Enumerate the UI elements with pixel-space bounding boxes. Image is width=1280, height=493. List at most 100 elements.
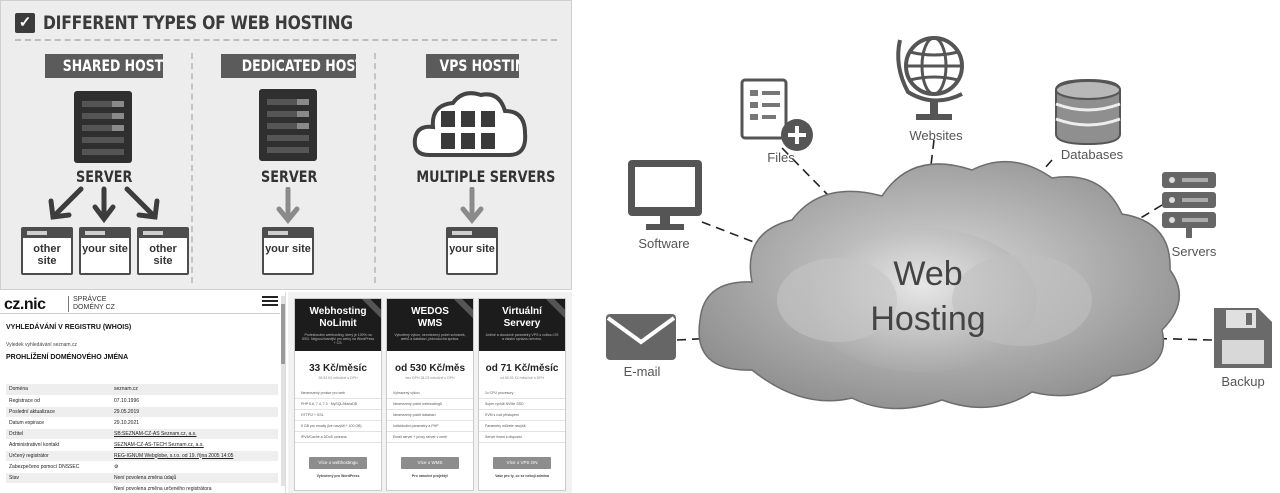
feature-item: Super rychlé NVMe SSD — [479, 399, 565, 410]
feature-item: 5 GB pro emaily (lze navýšit + 100 GB) — [295, 421, 381, 432]
card-price: od 530 Kč/měs — [394, 363, 466, 374]
feature-item: Individuální parametry a PHP — [387, 421, 473, 432]
infographic-title: DIFFERENT TYPES OF WEB HOSTING — [43, 12, 353, 34]
cloud-servers-icon — [412, 91, 528, 157]
table-row: Není povolena změna určeného registrátor… — [6, 483, 278, 493]
column-separator — [191, 53, 193, 283]
diagram-title-line-2: Hosting — [870, 300, 985, 338]
card-price-note: bez DPH 28.03 měsíčně s DPH — [405, 376, 455, 380]
whois-search-heading: VYHLEDÁVÁNÍ V REGISTRU (WHOIS) — [6, 324, 132, 331]
card-description: Profesionální webhosting, který je 100% … — [301, 333, 375, 345]
server-label: SERVER — [75, 167, 133, 186]
feature-item: Server ihned k dispozici — [479, 432, 565, 443]
card-price-note: 39.93 Kč měsíčně s DPH — [318, 376, 358, 380]
feature-item: Neomezený počet databází — [387, 410, 473, 421]
scrollbar-thumb — [281, 304, 285, 364]
more-vps-button[interactable]: Více o VPS ON — [493, 457, 551, 469]
servers-icon — [1162, 172, 1216, 238]
feature-item: KVM s root přístupem — [479, 410, 565, 421]
email-label: E-mail — [624, 364, 661, 379]
divider — [0, 313, 280, 314]
websites-label: Websites — [909, 128, 963, 143]
more-webhosting-button[interactable]: Více o webhostingu — [309, 457, 367, 469]
databases-label: Databases — [1061, 147, 1124, 162]
card-footnote: Vytvořený pro WordPress — [316, 474, 360, 478]
card-footnote: Pro náročné projekty! — [411, 474, 449, 478]
table-row: Zabezpečeno pomocí DNSSEC⚙ — [6, 461, 278, 473]
server-label: SERVER — [260, 167, 318, 186]
diagram-title-line-1: Web — [893, 255, 962, 293]
card-price: 33 Kč/měsíc — [309, 363, 367, 374]
server-tower-icon — [74, 91, 132, 163]
card-description: Vytvořený výkon, neomezený počet schráne… — [394, 333, 466, 341]
feature-item: IPV6/Cache a DDoS ochrana — [295, 432, 381, 443]
feature-item: PHP 5.6, 7.4, 7.3 · MySQL/MariaDB — [295, 399, 381, 410]
feature-item: Parametry můžete navýšit — [479, 421, 565, 432]
card-footnote: Vaše pro ty, co se nebojí admina — [495, 474, 549, 478]
floppy-disk-icon — [1214, 308, 1272, 368]
feature-item: Neomezený počet webhostingů — [387, 399, 473, 410]
cloud-shape — [698, 160, 1181, 410]
globe-icon — [896, 36, 964, 120]
feature-item: Email server + proxy server v ceně — [387, 432, 473, 443]
infographic-title-row: ✓ DIFFERENT TYPES OF WEB HOSTING — [15, 11, 421, 35]
site-card: your site — [262, 227, 314, 275]
column-separator — [374, 53, 376, 283]
site-card: other site — [137, 227, 189, 275]
card-price: od 71 Kč/měsíc — [485, 363, 559, 374]
email-icon — [606, 314, 676, 360]
domain-browse-heading: PROHLÍŽENÍ DOMÉNOVÉHO JMÉNA — [6, 354, 129, 361]
holder-link[interactable]: SB:SEZNAM-CZ-AS Seznam.cz, a.s. — [114, 430, 197, 437]
cznic-logo: cz.nic — [4, 296, 46, 313]
software-label: Software — [638, 236, 689, 251]
admin-contact-link[interactable]: SEZNAM-CZ-AS-TECH Seznam.cz, a.s. — [114, 441, 204, 448]
feature-item: HTTP/2 + SSL — [295, 410, 381, 421]
hosting-types-infographic: ✓ DIFFERENT TYPES OF WEB HOSTING SHARED … — [0, 0, 572, 290]
files-icon — [740, 78, 813, 151]
arrow-down-icons — [48, 186, 160, 224]
servers-label: Servers — [1172, 244, 1217, 259]
shared-hosting-heading: SHARED HOSTING — [45, 54, 163, 78]
server-tower-icon — [259, 89, 317, 161]
registrar-link[interactable]: REG-IGNUM Webglobe, s.r.o. od 19. října … — [114, 452, 234, 459]
vps-hosting-heading: VPS HOSTING — [426, 54, 519, 78]
feature-item: Vyhrazený výkon — [387, 388, 473, 399]
backup-label: Backup — [1221, 374, 1264, 389]
dedicated-hosting-heading: DEDICATED HOSTING — [221, 54, 356, 78]
multiple-servers-label: MULTIPLE SERVERS — [416, 167, 556, 186]
feature-item: 1x CPU procesory — [479, 388, 565, 399]
web-hosting-diagram: Web Hosting Files Websites Databases — [606, 36, 1272, 410]
files-label: Files — [767, 150, 795, 165]
more-wms-button[interactable]: Více o WMS — [401, 457, 459, 469]
hamburger-menu-icon[interactable] — [262, 294, 278, 308]
divider — [15, 39, 557, 41]
arrow-down-icon — [460, 187, 484, 224]
site-card: your site — [446, 227, 498, 275]
scrollbar[interactable] — [281, 296, 285, 486]
arrow-down-icon — [276, 187, 300, 224]
card-price-note: od 85.91 Kč měsíčně s DPH — [500, 376, 544, 380]
search-result-label: Vyledek vyhledávání seznam.cz — [6, 342, 77, 348]
